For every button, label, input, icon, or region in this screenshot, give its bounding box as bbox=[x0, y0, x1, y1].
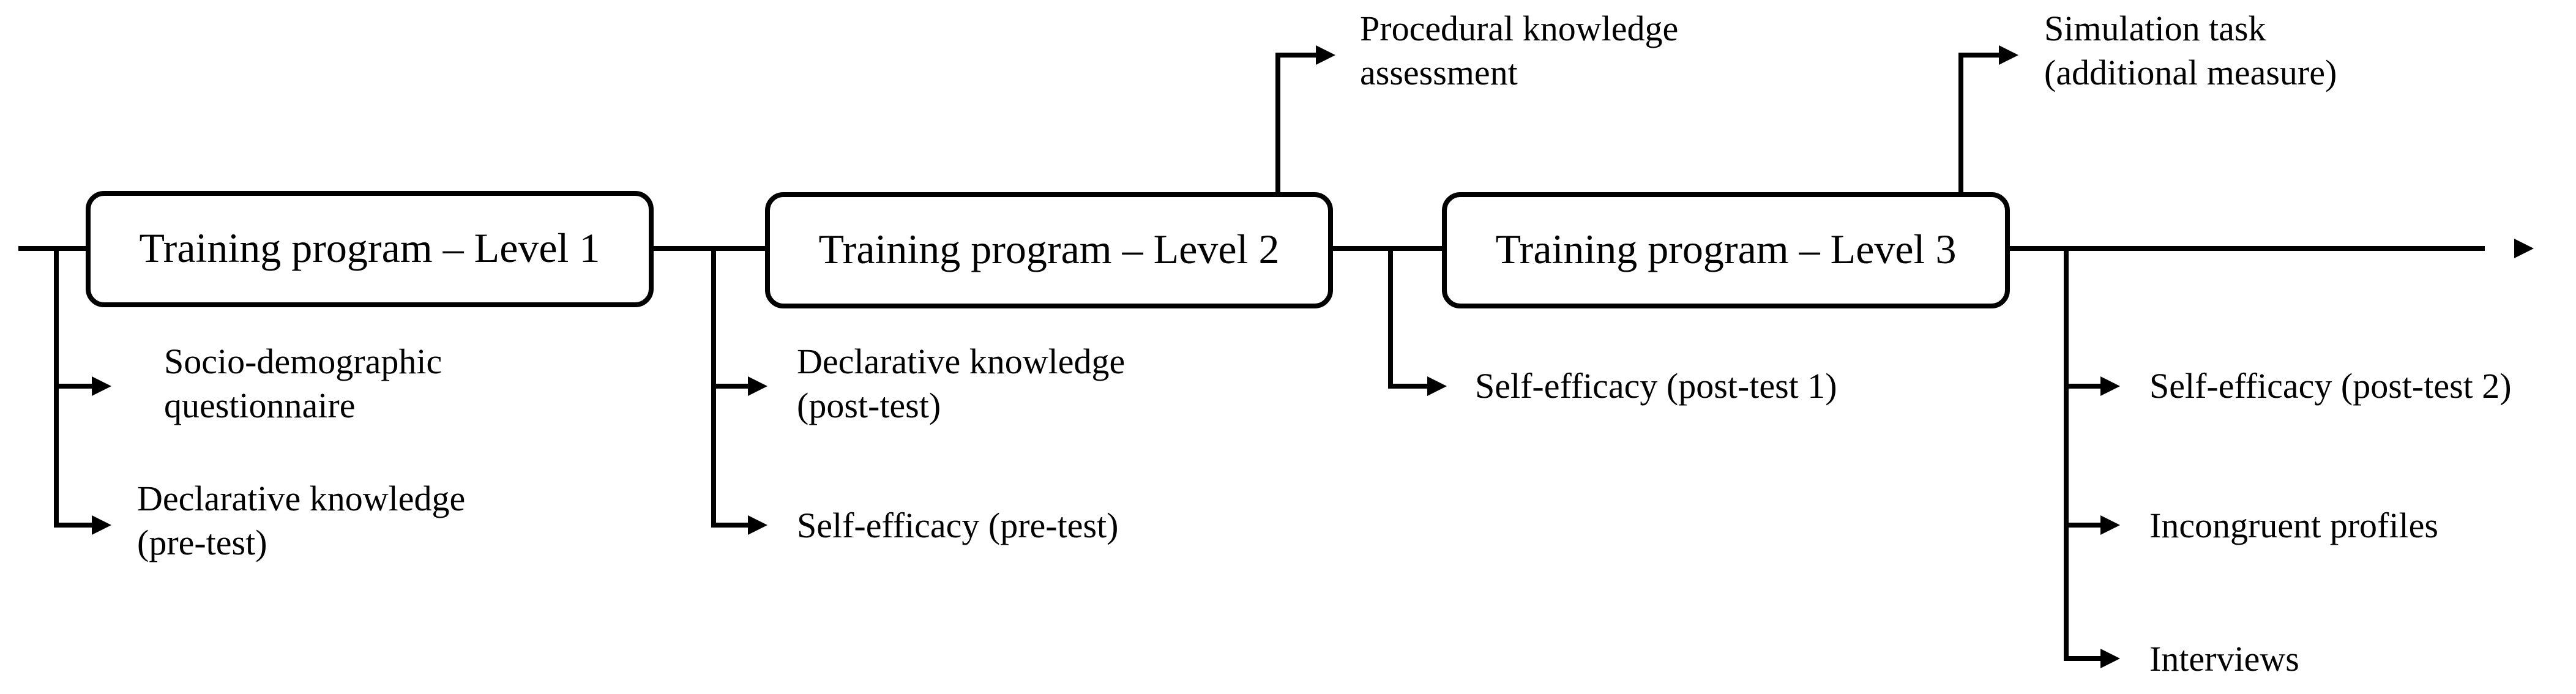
stage-box bbox=[765, 192, 1333, 308]
stage-level-3: Training program – Level 3 bbox=[1442, 192, 2010, 308]
branch-up-level-3 bbox=[1958, 53, 1999, 195]
timeline-arrowhead bbox=[2514, 239, 2534, 258]
arrowhead bbox=[92, 376, 111, 396]
branch-after-level-3 bbox=[2064, 248, 2100, 661]
declarative-posttest-label: Declarative knowledge (post-test) bbox=[797, 341, 1134, 425]
self-efficacy-posttest2-label: Self-efficacy (post-test 2) bbox=[2149, 366, 2512, 406]
stage-label: Training program – Level 1 bbox=[140, 225, 600, 271]
self-efficacy-pretest-label: Self-efficacy (pre-test) bbox=[797, 506, 1118, 545]
arrowhead bbox=[748, 515, 767, 535]
arrowhead bbox=[2100, 515, 2120, 535]
procedural-knowledge-label: Procedural knowledge assessment bbox=[1360, 9, 1687, 92]
arrowhead bbox=[1427, 376, 1447, 396]
arrowhead bbox=[748, 376, 767, 396]
branch-between-level-1-2 bbox=[711, 248, 748, 528]
stage-box bbox=[1442, 192, 2010, 308]
declarative-pretest-label: Declarative knowledge (pre-test) bbox=[137, 479, 474, 562]
stage-level-2: Training program – Level 2 bbox=[765, 192, 1333, 308]
stage-level-1: Training program – Level 1 bbox=[86, 191, 654, 307]
arrowhead bbox=[1316, 45, 1335, 65]
arrowhead bbox=[92, 515, 111, 535]
branch-pre-level-1 bbox=[54, 248, 92, 528]
branch-up-level-2 bbox=[1275, 53, 1316, 195]
interviews-label: Interviews bbox=[2149, 639, 2299, 679]
stage-box bbox=[86, 191, 654, 307]
sociodemographic-questionnaire-label: Socio-demographic questionnaire bbox=[164, 341, 451, 425]
simulation-task-label: Simulation task (additional measure) bbox=[2044, 9, 2337, 92]
branch-between-level-2-3 bbox=[1388, 248, 1427, 389]
stage-label: Training program – Level 3 bbox=[1496, 226, 1957, 272]
incongruent-profiles-label: Incongruent profiles bbox=[2149, 506, 2438, 545]
stage-label: Training program – Level 2 bbox=[819, 226, 1280, 272]
arrowhead bbox=[1999, 45, 2018, 65]
arrowhead bbox=[2100, 649, 2120, 668]
self-efficacy-posttest1-label: Self-efficacy (post-test 1) bbox=[1475, 366, 1837, 406]
arrowhead bbox=[2100, 376, 2120, 396]
